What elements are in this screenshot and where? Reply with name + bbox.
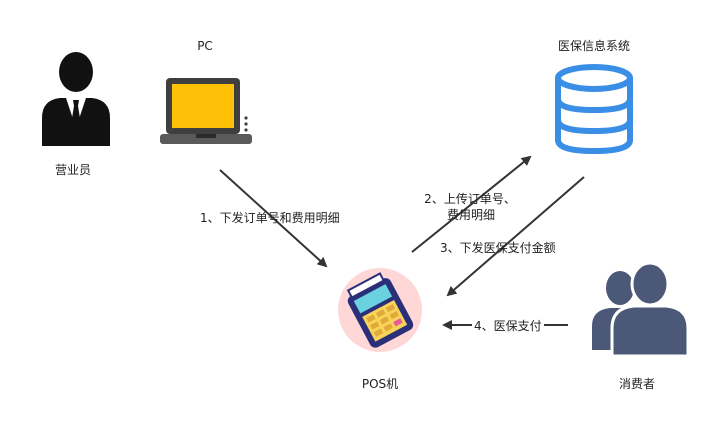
pc-label: PC <box>197 39 213 53</box>
database-icon <box>552 64 636 154</box>
step2-label-line2: 费用明细 <box>446 208 496 222</box>
salesperson-label: 营业员 <box>54 163 92 177</box>
pos-terminal-icon <box>336 266 424 354</box>
laptop-icon <box>160 76 252 148</box>
businessman-icon <box>38 50 114 146</box>
insurance-system-label: 医保信息系统 <box>557 39 631 53</box>
arrow-step1 <box>219 169 328 268</box>
step2-label-line1: 2、上传订单号、 <box>424 192 516 206</box>
pos-label: POS机 <box>361 377 399 391</box>
consumer-label: 消费者 <box>618 377 656 391</box>
arrow-step2 <box>411 155 532 253</box>
step1-label: 1、下发订单号和费用明细 <box>200 211 340 225</box>
step3-label: 3、下发医保支付金额 <box>440 241 556 255</box>
arrow-step3 <box>446 176 585 297</box>
users-icon <box>586 260 690 356</box>
step4-label: 4、医保支付 <box>472 318 544 334</box>
